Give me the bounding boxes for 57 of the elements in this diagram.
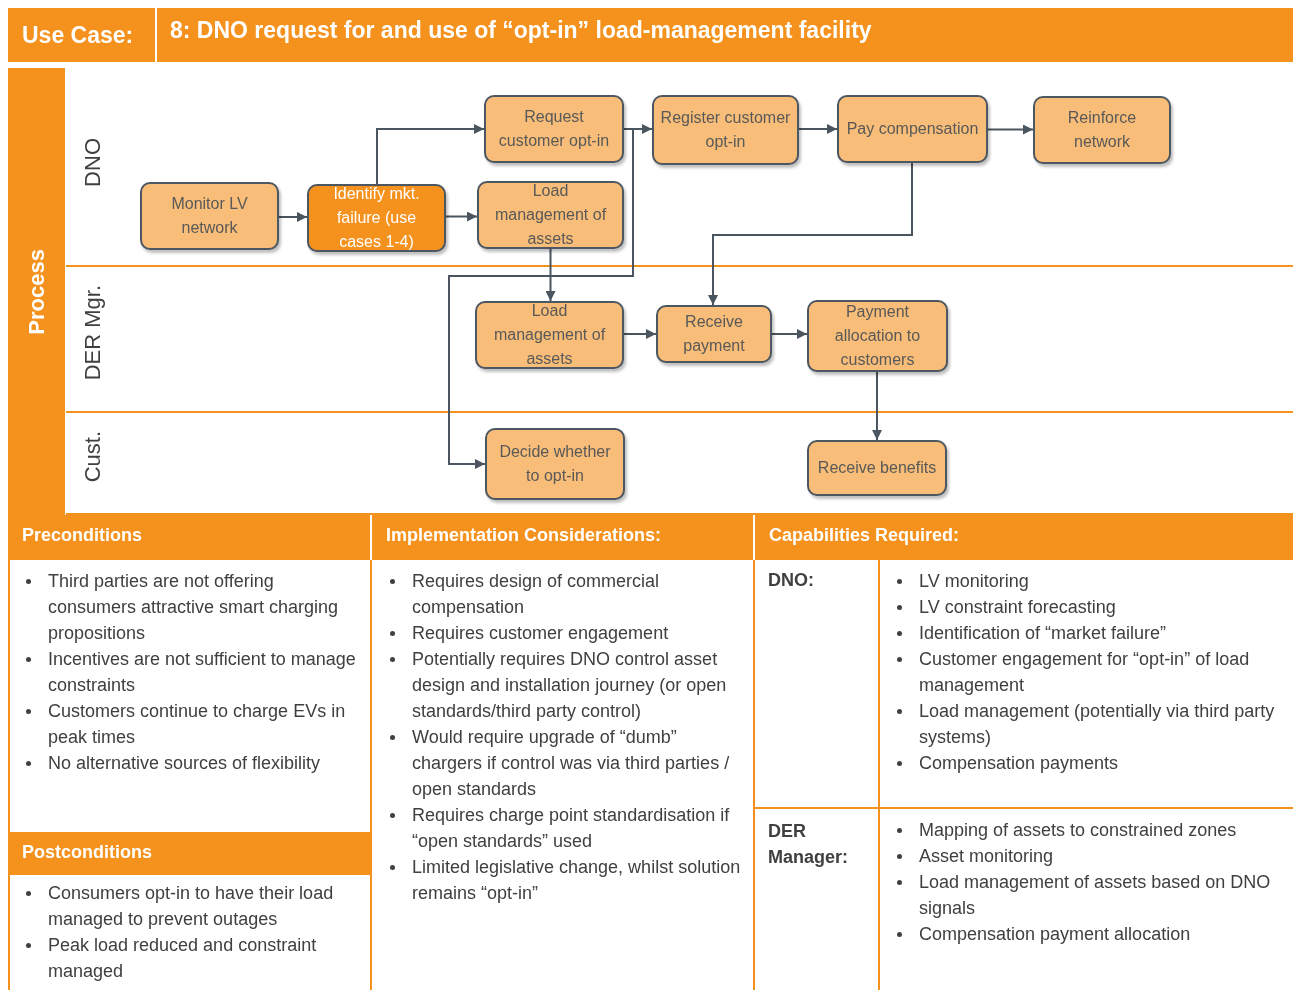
process-box: Payment allocation to customers	[807, 300, 948, 372]
list-item: Requires charge point standardisation if “open standards” used	[384, 802, 749, 854]
list-item: Requires customer engagement	[384, 620, 749, 646]
process-band: Process	[8, 68, 65, 515]
process-box: Load management of assets	[477, 181, 624, 249]
list-item: Requires design of commercial compensation	[384, 568, 749, 620]
list-item: Load management of assets based on DNO signals	[891, 869, 1286, 921]
list-item: Compensation payment allocation	[891, 921, 1286, 947]
list-item: Customers continue to charge EVs in peak times	[20, 698, 365, 750]
row-header: DNO:	[768, 570, 815, 591]
row-header: DER Manager:	[768, 820, 849, 869]
arrow	[376, 124, 485, 185]
arrow	[545, 248, 556, 302]
arrow	[987, 124, 1034, 135]
list-item: LV constraint forecasting	[891, 594, 1286, 620]
arrow	[708, 162, 913, 306]
process-box: Pay compensation	[837, 95, 988, 163]
lane-label: DNO	[80, 138, 106, 187]
list-item: Would require upgrade of “dumb” chargers if control was via third parties / open standards	[384, 724, 749, 802]
arrow	[872, 371, 882, 441]
process-box: Monitor LV network	[140, 182, 279, 250]
process-box: Register customer opt-in	[652, 95, 799, 165]
section-header: Postconditions	[8, 832, 370, 875]
arrow	[278, 212, 308, 222]
lane-label: Cust.	[80, 431, 106, 483]
arrow	[798, 124, 838, 134]
list-item: Compensation payments	[891, 750, 1286, 776]
process-box: Receive payment	[656, 305, 772, 363]
list-item: Potentially requires DNO control asset design and installation journey (or open standards/third party control)	[384, 646, 749, 724]
section-header: Capabilities Required:	[755, 515, 1293, 560]
list-item: No alternative sources of flexibility	[20, 750, 365, 776]
list-item: Identification of “market failure”	[891, 620, 1286, 646]
list-item: Third parties are not offering consumers attractive smart charging propositions	[20, 568, 365, 646]
list-item: Customer engagement for “opt-in” of load management	[891, 646, 1286, 698]
list-item: Asset monitoring	[891, 843, 1286, 869]
process-box: Load management of assets	[475, 301, 624, 369]
arrow	[623, 329, 657, 339]
arrow	[448, 128, 634, 469]
process-box: Request customer opt-in	[484, 95, 624, 163]
list-item: Incentives are not sufficient to manage constraints	[20, 646, 365, 698]
list-item: LV monitoring	[891, 568, 1286, 594]
list-item: Peak load reduced and constraint managed	[20, 932, 365, 984]
list-item: Limited legislative change, whilst solution remains “opt-in”	[384, 854, 749, 906]
section-header: Preconditions	[8, 515, 370, 560]
process-box: Identify mkt. failure (use cases 1-4)	[307, 184, 446, 252]
section-header: Implementation Considerations:	[372, 515, 753, 560]
list-item: Mapping of assets to constrained zones	[891, 817, 1286, 843]
list-item: Load management (potentially via third party systems)	[891, 698, 1286, 750]
list-item: Consumers opt-in to have their load managed to prevent outages	[20, 880, 365, 932]
title: 8: DNO request for and use of “opt-in” load-management facility	[170, 17, 872, 44]
header-label: Use Case:	[22, 21, 134, 49]
arrow	[771, 329, 808, 339]
lane-label: DER Mgr.	[80, 285, 106, 381]
process-box: Decide whether to opt-in	[485, 428, 625, 500]
arrow	[445, 211, 478, 222]
process-box: Reinforce network	[1033, 96, 1171, 164]
process-box: Receive benefits	[807, 440, 947, 496]
